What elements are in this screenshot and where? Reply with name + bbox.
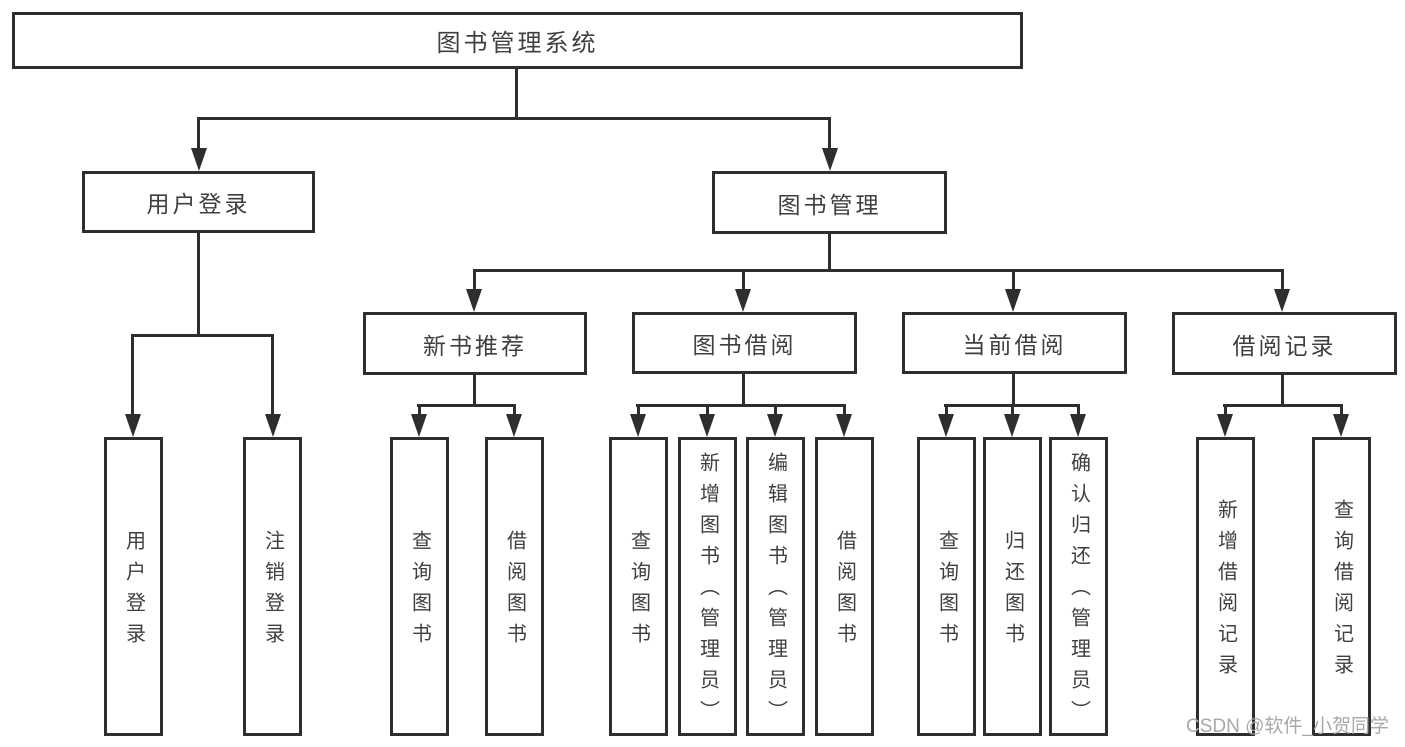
node-book-mgmt: 图书管理	[712, 171, 947, 234]
leaf-add-book-admin-label: 新增图书（管理员）	[696, 452, 719, 731]
leaf-edit-book-admin: 编辑图书（管理员）	[746, 437, 805, 736]
connector-leaf-logout-stem	[271, 334, 274, 415]
arrow-leaf-user-login	[125, 414, 141, 437]
connector-new-books-down	[473, 374, 476, 406]
node-library-management-system: 图书管理系统	[12, 12, 1023, 69]
arrow-leaf-cb-return	[1004, 414, 1020, 437]
connector-leaf-cb-return-stem	[1011, 404, 1014, 416]
connector-leaf-user-login-stem	[131, 334, 134, 415]
node-borrow-records: 借阅记录	[1172, 312, 1397, 375]
connector-leaf-bb-query-stem	[637, 404, 640, 416]
connector-level3-rail	[473, 269, 1284, 272]
arrow-leaf-nb-query	[411, 414, 427, 437]
leaf-confirm-return-admin-label: 确认归还（管理员）	[1067, 452, 1090, 731]
leaf-user-login: 用户登录	[104, 437, 163, 736]
node-current-borrow-label: 当前借阅	[962, 332, 1067, 358]
connector-user-login-down	[197, 233, 200, 336]
arrow-new-books	[466, 289, 482, 312]
connector-current-borrow-down	[1012, 374, 1015, 406]
arrow-book-mgmt	[822, 148, 838, 171]
node-new-books-label: 新书推荐	[423, 332, 527, 359]
leaf-add-borrow-record: 新增借阅记录	[1196, 437, 1255, 736]
leaf-add-borrow-record-label: 新增借阅记录	[1214, 498, 1237, 685]
leaf-new-books-query-label: 查询图书	[408, 529, 431, 654]
arrow-borrow-records	[1274, 289, 1290, 312]
connector-book-borrow-rail	[636, 404, 846, 407]
leaf-current-query: 查询图书	[917, 437, 976, 736]
connector-leaf-br-add-stem	[1224, 404, 1227, 416]
connector-borrow-records-stem	[1281, 269, 1284, 290]
arrow-leaf-bb-edit	[767, 414, 783, 437]
arrow-leaf-logout	[265, 414, 281, 437]
arrow-leaf-br-add	[1217, 414, 1233, 437]
leaf-query-borrow-record-label: 查询借阅记录	[1330, 498, 1353, 685]
connector-borrow-records-down	[1281, 374, 1284, 406]
connector-current-borrow-stem	[1012, 269, 1015, 290]
arrow-leaf-cb-query	[938, 414, 954, 437]
connector-leaf-br-query-stem	[1340, 404, 1343, 416]
connector-leaf-bb-borrow-stem	[843, 404, 846, 416]
leaf-add-book-admin: 新增图书（管理员）	[678, 437, 737, 736]
leaf-edit-book-admin-label: 编辑图书（管理员）	[764, 452, 787, 731]
node-user-login-label: 用户登录	[146, 191, 251, 217]
connector-book-borrow-stem	[742, 269, 745, 290]
leaf-user-login-label: 用户登录	[122, 529, 145, 654]
connector-new-books-stem	[473, 269, 476, 290]
leaf-borrow-book: 借阅图书	[815, 437, 874, 736]
node-new-books: 新书推荐	[363, 312, 587, 375]
connector-book-borrow-down	[742, 374, 745, 406]
connector-root-stem	[515, 68, 518, 119]
leaf-borrow-query: 查询图书	[609, 437, 668, 736]
leaf-return-book: 归还图书	[983, 437, 1042, 736]
leaf-query-borrow-record: 查询借阅记录	[1312, 437, 1371, 736]
node-borrow-records-label: 借阅记录	[1232, 332, 1337, 359]
arrow-leaf-br-query	[1333, 414, 1349, 437]
leaf-logout-label: 注销登录	[261, 529, 284, 654]
node-current-borrow: 当前借阅	[902, 312, 1127, 374]
connector-leaf-nb-query-stem	[418, 404, 421, 416]
node-user-login: 用户登录	[82, 171, 315, 233]
connector-book-mgmt-stem	[828, 117, 831, 150]
arrow-book-borrow	[735, 289, 751, 312]
csdn-watermark: CSDN @软件_小贺同学	[1186, 716, 1389, 737]
node-library-management-system-label: 图书管理系统	[436, 30, 599, 57]
arrow-leaf-bb-borrow	[836, 414, 852, 437]
connector-leaf-bb-edit-stem	[774, 404, 777, 416]
node-book-borrow-label: 图书借阅	[692, 332, 797, 358]
leaf-new-books-borrow-label: 借阅图书	[503, 529, 526, 654]
connector-leaf-nb-borrow-stem	[513, 404, 516, 416]
arrow-leaf-bb-add	[699, 414, 715, 437]
leaf-borrow-book-label: 借阅图书	[833, 529, 856, 654]
connector-leaf-cb-confirm-stem	[1077, 404, 1080, 416]
arrow-leaf-nb-borrow	[506, 414, 522, 437]
arrow-current-borrow	[1005, 289, 1021, 312]
connector-leaf-cb-query-stem	[945, 404, 948, 416]
leaf-new-books-query: 查询图书	[390, 437, 449, 736]
arrow-leaf-bb-query	[630, 414, 646, 437]
connector-borrow-records-rail	[1223, 404, 1343, 407]
connector-user-login-rail	[131, 334, 274, 337]
leaf-new-books-borrow: 借阅图书	[485, 437, 544, 736]
arrow-leaf-cb-confirm	[1070, 414, 1086, 437]
leaf-return-book-label: 归还图书	[1001, 529, 1024, 654]
connector-leaf-bb-add-stem	[706, 404, 709, 416]
leaf-confirm-return-admin: 确认归还（管理员）	[1049, 437, 1108, 736]
leaf-current-query-label: 查询图书	[935, 529, 958, 654]
leaf-logout: 注销登录	[243, 437, 302, 736]
arrow-user-login	[191, 148, 207, 171]
connector-level1-rail	[197, 117, 831, 120]
connector-new-books-rail	[417, 404, 516, 407]
node-book-borrow: 图书借阅	[632, 312, 857, 374]
connector-user-login-stem	[197, 117, 200, 150]
leaf-borrow-query-label: 查询图书	[627, 529, 650, 654]
connector-book-mgmt-down	[828, 234, 831, 272]
node-book-mgmt-label: 图书管理	[777, 191, 882, 218]
